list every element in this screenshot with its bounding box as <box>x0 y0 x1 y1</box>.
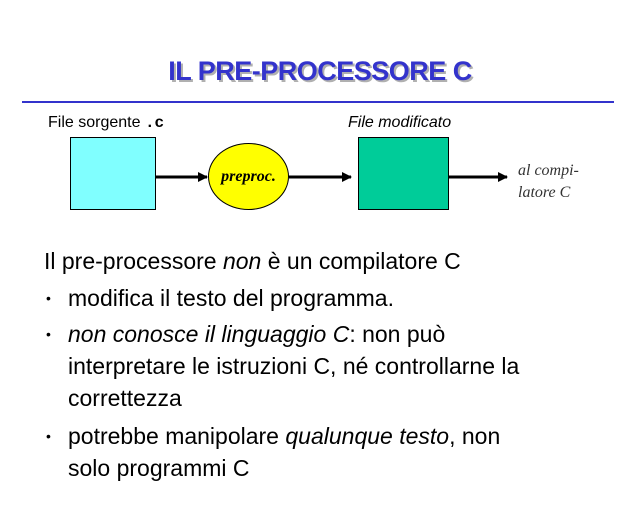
intro-post: è un compilatore C <box>261 248 461 274</box>
bullet-3: potrebbe manipolare qualunque testo, non… <box>68 420 500 484</box>
compiler-output-label: al compi-latore C <box>518 160 579 204</box>
source-file-label: File sorgente .c <box>48 114 164 132</box>
output-line-2: latore C <box>518 184 571 201</box>
bullet-2-line-1: non conosce il linguaggio C: non può <box>68 318 519 350</box>
modified-file-box <box>358 137 449 210</box>
bullet-2-em: non conosce il linguaggio C <box>68 321 350 347</box>
bullet-3-line-1: potrebbe manipolare qualunque testo, non <box>68 420 500 452</box>
source-ext: .c <box>144 114 165 132</box>
bullet-3-pre: potrebbe manipolare <box>68 423 286 449</box>
bullet-2-rest: : non può <box>349 321 446 347</box>
modified-file-label: File modificato <box>348 114 452 131</box>
bullet-2-line-3: correttezza <box>68 385 182 411</box>
bullet-1-line: modifica il testo del programma. <box>68 285 394 311</box>
bullet-3-line-2: solo programmi C <box>68 455 250 481</box>
preprocessor-node: preproc. <box>208 143 289 210</box>
intro-em: non <box>222 248 262 274</box>
bullet-1: modifica il testo del programma. <box>68 282 394 314</box>
bullet-2: non conosce il linguaggio C: non può int… <box>68 318 519 414</box>
bullet-2-line-2: interpretare le istruzioni C, né control… <box>68 353 520 379</box>
source-label-text: File sorgente <box>48 114 141 131</box>
slide-title: IL PRE-PROCESSORE C <box>168 56 472 86</box>
title-divider <box>22 101 614 103</box>
bullet-icon: • <box>46 326 51 342</box>
output-line-1: al compi- <box>518 162 579 179</box>
source-file-box <box>70 137 156 210</box>
intro-pre: Il pre-processore <box>44 248 223 274</box>
bullet-3-post: , non <box>449 423 501 449</box>
bullet-icon: • <box>46 290 51 306</box>
intro-statement: Il pre-processore non è un compilatore C <box>44 245 461 277</box>
bullet-3-em: qualunque testo <box>285 423 450 449</box>
preprocessor-label: preproc. <box>221 167 276 185</box>
bullet-icon: • <box>46 428 51 444</box>
